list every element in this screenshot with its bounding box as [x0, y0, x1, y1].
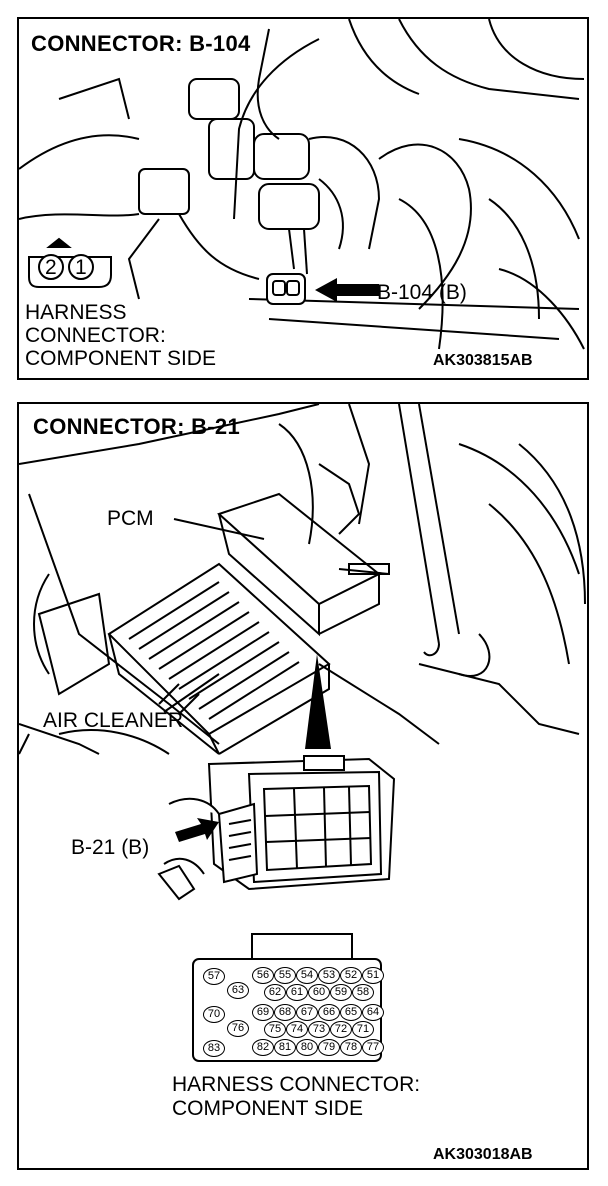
engine-bay-illustration-b21 — [19, 404, 586, 1062]
pin-76: 76 — [227, 1020, 249, 1037]
panel-title: CONNECTOR: B-104 — [31, 31, 251, 56]
harness-label-line2: COMPONENT SIDE — [172, 1097, 363, 1120]
pin-57: 57 — [203, 968, 225, 985]
pin-59: 59 — [330, 984, 352, 1001]
harness-label-line1: HARNESS — [25, 301, 127, 324]
pin-71: 71 — [352, 1021, 374, 1038]
harness-label-line1: HARNESS CONNECTOR: — [172, 1073, 421, 1096]
callout-b104: B-104 (B) — [377, 281, 467, 304]
pin-60: 60 — [308, 984, 330, 1001]
pin-81: 81 — [274, 1039, 296, 1056]
pin-74: 74 — [286, 1021, 308, 1038]
pin-78: 78 — [340, 1039, 362, 1056]
pin-69: 69 — [252, 1004, 274, 1021]
air-cleaner-label: AIR CLEANER — [43, 709, 184, 732]
panel-title: CONNECTOR: B-21 — [33, 414, 241, 439]
pin-62: 62 — [264, 984, 286, 1001]
b104-connector-drawing — [266, 273, 306, 305]
figure-code: AK303018AB — [433, 1146, 533, 1163]
pin-67: 67 — [296, 1004, 318, 1021]
pin-68: 68 — [274, 1004, 296, 1021]
pin-64: 64 — [362, 1004, 384, 1021]
pcm-label: PCM — [107, 507, 154, 530]
pin-53: 53 — [318, 967, 340, 984]
harness-label-line2: CONNECTOR: — [25, 324, 166, 347]
pin-72: 72 — [330, 1021, 352, 1038]
b21-arrow — [175, 818, 219, 842]
connector-b104-panel: CONNECTOR: B-104 2 1 HARNESS CONNECTOR: … — [17, 17, 589, 380]
pin-58: 58 — [352, 984, 374, 1001]
callout-b21: B-21 (B) — [71, 836, 150, 859]
pin-73: 73 — [308, 1021, 330, 1038]
pin-65: 65 — [340, 1004, 362, 1021]
pin-54: 54 — [296, 967, 318, 984]
pin-61: 61 — [286, 984, 308, 1001]
pcm-pointer — [305, 654, 331, 749]
pin-70: 70 — [203, 1006, 225, 1023]
pin-56: 56 — [252, 967, 274, 984]
pin-82: 82 — [252, 1039, 274, 1056]
pin-55: 55 — [274, 967, 296, 984]
pin-77: 77 — [362, 1039, 384, 1056]
pin-80: 80 — [296, 1039, 318, 1056]
b21-connector-closeup — [157, 755, 396, 901]
pin-51: 51 — [362, 967, 384, 984]
b104-pin-diagram — [28, 237, 112, 288]
pin-63: 63 — [227, 982, 249, 999]
pin-label-2: 2 — [45, 256, 57, 279]
pin-83: 83 — [203, 1040, 225, 1057]
figure-code: AK303815AB — [433, 352, 533, 369]
pin-label-1: 1 — [75, 256, 87, 279]
pin-79: 79 — [318, 1039, 340, 1056]
pin-52: 52 — [340, 967, 362, 984]
engine-bay-illustration-b104 — [19, 19, 585, 350]
b104-arrow — [315, 278, 379, 302]
pin-66: 66 — [318, 1004, 340, 1021]
connector-b21-panel: CONNECTOR: B-21 PCM AIR CLEANER B-21 (B)… — [17, 402, 589, 1170]
pin-75: 75 — [264, 1021, 286, 1038]
harness-label-line3: COMPONENT SIDE — [25, 347, 216, 370]
